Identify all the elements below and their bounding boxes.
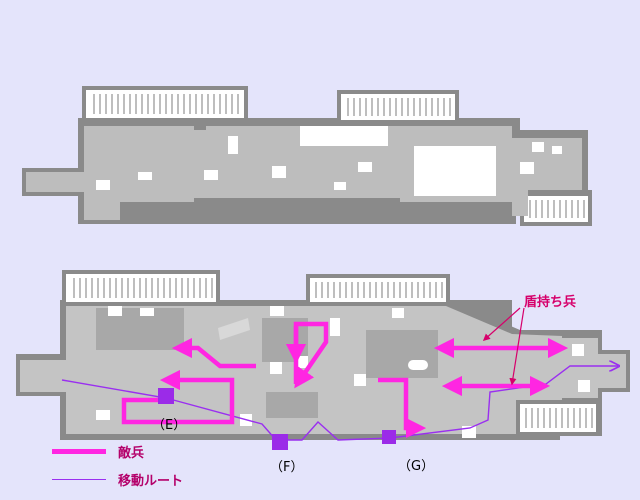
marker-f[interactable] bbox=[272, 434, 288, 450]
marker-e-label: （E） bbox=[152, 418, 187, 433]
marker-g[interactable] bbox=[382, 430, 396, 444]
legend-enemy: 敵兵 bbox=[52, 442, 144, 461]
legend-enemy-label: 敵兵 bbox=[118, 446, 145, 461]
legend-route: 移動ルート bbox=[52, 470, 183, 489]
legend-route-label: 移動ルート bbox=[118, 474, 184, 489]
shield-callout-pointers bbox=[482, 307, 525, 386]
enemy-path-e-loop bbox=[121, 369, 235, 425]
top-floor-map bbox=[22, 86, 592, 226]
bottom-floor-map bbox=[16, 270, 630, 440]
legend-enemy-swatch bbox=[52, 449, 106, 454]
marker-e[interactable] bbox=[158, 388, 174, 404]
marker-g-label: （G） bbox=[398, 459, 435, 474]
shield-soldier-label: 盾持ち兵 bbox=[524, 295, 577, 310]
enemy-path-g bbox=[378, 377, 427, 439]
enemy-paths bbox=[121, 321, 569, 439]
enemy-path-west bbox=[171, 337, 256, 369]
legend-route-swatch bbox=[52, 478, 106, 481]
marker-f-label: （F） bbox=[270, 460, 304, 475]
